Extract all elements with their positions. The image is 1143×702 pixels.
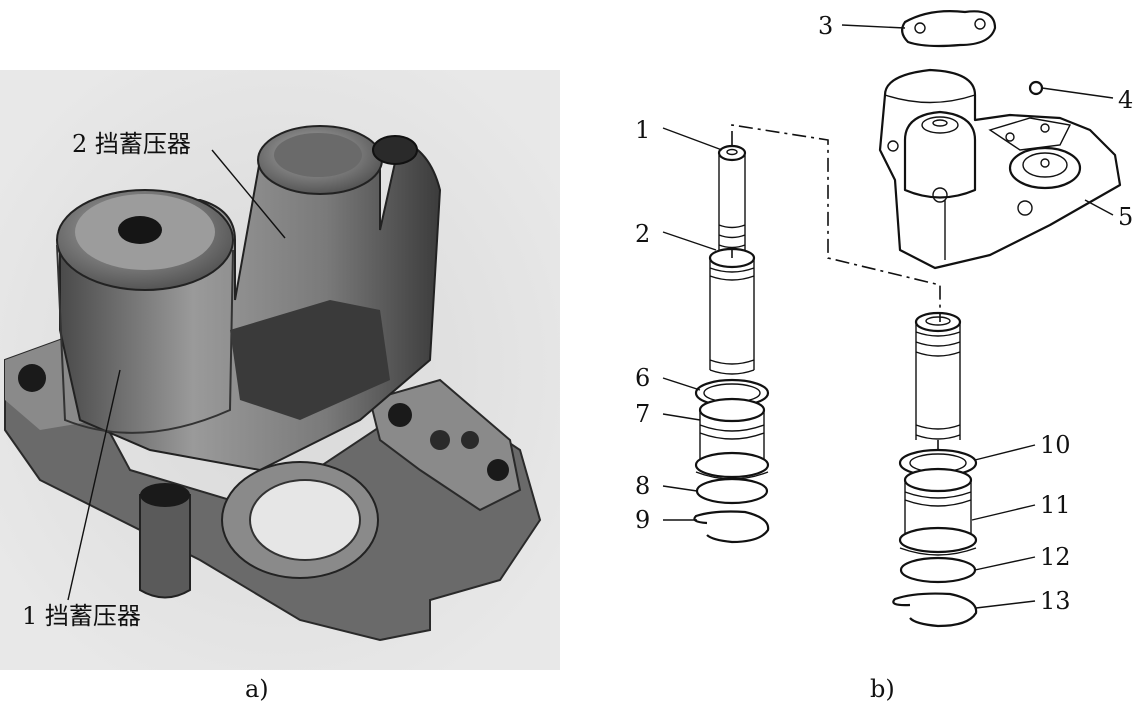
part-label-3: 3 bbox=[818, 12, 833, 40]
leader-b8 bbox=[662, 485, 698, 492]
part-label-11: 11 bbox=[1040, 491, 1071, 519]
part-label-8: 8 bbox=[635, 472, 650, 500]
part-4-ball bbox=[1028, 80, 1044, 96]
part-9-snap-ring bbox=[693, 510, 770, 544]
part-label-9: 9 bbox=[635, 506, 650, 534]
part-2-piston bbox=[708, 247, 756, 375]
leader-b3 bbox=[841, 24, 906, 29]
accumulator-housing-photo bbox=[4, 125, 542, 642]
part-label-12: 12 bbox=[1040, 543, 1071, 571]
part-1-piston-stem bbox=[717, 144, 747, 250]
part-label-10: 10 bbox=[1040, 431, 1071, 459]
part-8-o-ring bbox=[695, 477, 769, 505]
part-label-7: 7 bbox=[635, 400, 650, 428]
part-12-o-ring bbox=[899, 556, 977, 584]
assembly-centerline-left bbox=[731, 124, 941, 322]
right-piston-stem bbox=[914, 311, 962, 440]
leader-b7 bbox=[662, 413, 701, 421]
part-7-spring bbox=[694, 397, 770, 480]
leader-b2 bbox=[662, 231, 717, 251]
leader-line-a2 bbox=[211, 149, 286, 239]
panel-a-caption: a) bbox=[245, 675, 269, 702]
part-3-cover-plate bbox=[901, 10, 997, 48]
leader-b12 bbox=[974, 556, 1036, 571]
panel-a-photo: 2 挡蓄压器 1 挡蓄压器 a) bbox=[0, 70, 560, 702]
part-label-4: 4 bbox=[1118, 86, 1133, 114]
part-label-2: 2 bbox=[635, 220, 650, 248]
leader-b1 bbox=[662, 127, 723, 151]
callout-label-a1: 1 挡蓄压器 bbox=[22, 602, 141, 630]
leader-b4 bbox=[1041, 87, 1114, 99]
leader-b5 bbox=[1084, 199, 1114, 216]
part-label-5: 5 bbox=[1118, 203, 1133, 231]
callout-label-a2: 2 挡蓄压器 bbox=[72, 130, 191, 158]
part-label-1: 1 bbox=[635, 116, 650, 144]
part-5-housing bbox=[878, 68, 1122, 270]
panel-b-exploded-drawing: 1 2 3 4 5 6 7 8 9 10 11 12 13 b) bbox=[635, 10, 1133, 702]
leader-b13 bbox=[975, 600, 1036, 609]
leader-line-a1 bbox=[67, 369, 121, 601]
part-13-snap-ring bbox=[892, 592, 978, 628]
part-6-seal-ring bbox=[694, 378, 770, 408]
leader-b11 bbox=[971, 504, 1036, 521]
panel-b-caption: b) bbox=[870, 675, 895, 702]
part-11-spring bbox=[898, 467, 978, 556]
leader-b10 bbox=[974, 444, 1036, 461]
part-label-6: 6 bbox=[635, 364, 650, 392]
leader-b6 bbox=[662, 377, 701, 391]
part-label-13: 13 bbox=[1040, 587, 1071, 615]
mount-hole-left bbox=[18, 364, 46, 392]
